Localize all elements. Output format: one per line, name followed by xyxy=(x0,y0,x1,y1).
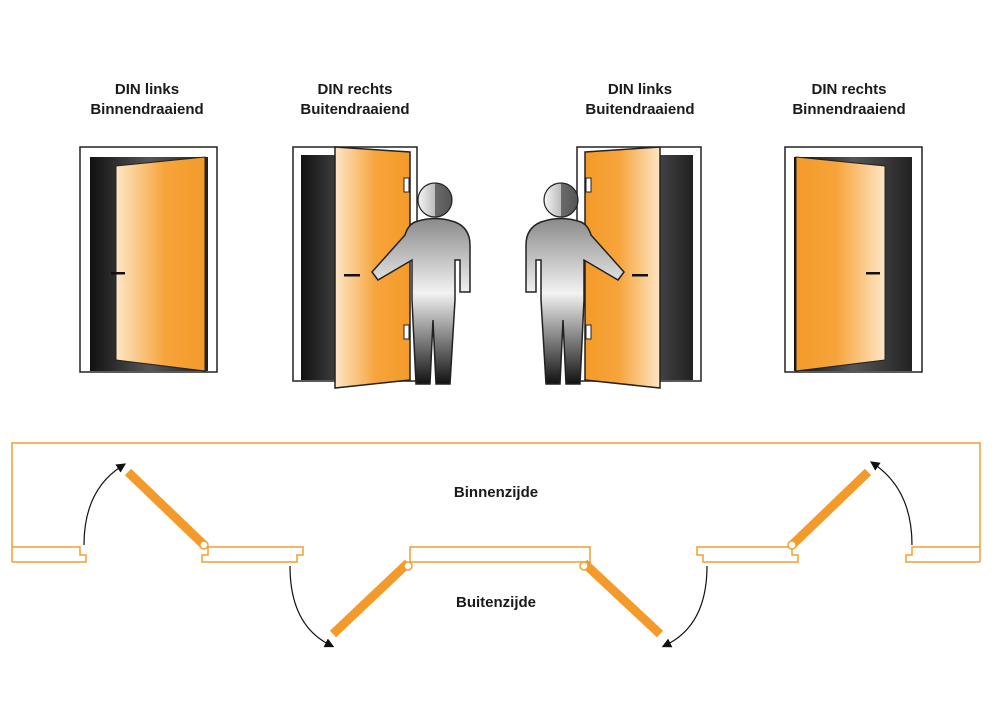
person-figure-left xyxy=(371,182,471,385)
caption-opening: Binnendraaiend xyxy=(90,101,204,118)
caption-din: DIN links xyxy=(114,81,180,98)
floor-plan xyxy=(11,442,981,563)
person-figure-right xyxy=(525,182,625,385)
caption-door-4: DIN rechts Binnendraaiend xyxy=(749,80,949,120)
inside-label: Binnenzijde xyxy=(453,484,539,501)
caption-din: DIN rechts xyxy=(317,81,393,98)
swing-arrows xyxy=(83,461,913,648)
wall-outline xyxy=(11,442,981,562)
plan-door-leaves xyxy=(124,468,872,638)
door-din-links-buitendraaiend xyxy=(576,146,702,389)
caption-door-3: DIN links Buitendraaiend xyxy=(540,80,740,120)
caption-door-1: DIN links Binnendraaiend xyxy=(47,80,247,120)
caption-opening: Binnendraaiend xyxy=(792,101,906,118)
door-din-rechts-binnendraaiend xyxy=(784,146,923,373)
caption-din: DIN links xyxy=(607,81,673,98)
door-din-links-binnendraaiend xyxy=(79,146,218,373)
outside-label: Buitenzijde xyxy=(455,594,536,611)
caption-opening: Buitendraaiend xyxy=(300,101,410,118)
caption-din: DIN rechts xyxy=(811,81,887,98)
caption-door-2: DIN rechts Buitendraaiend xyxy=(255,80,455,120)
caption-opening: Buitendraaiend xyxy=(585,101,695,118)
